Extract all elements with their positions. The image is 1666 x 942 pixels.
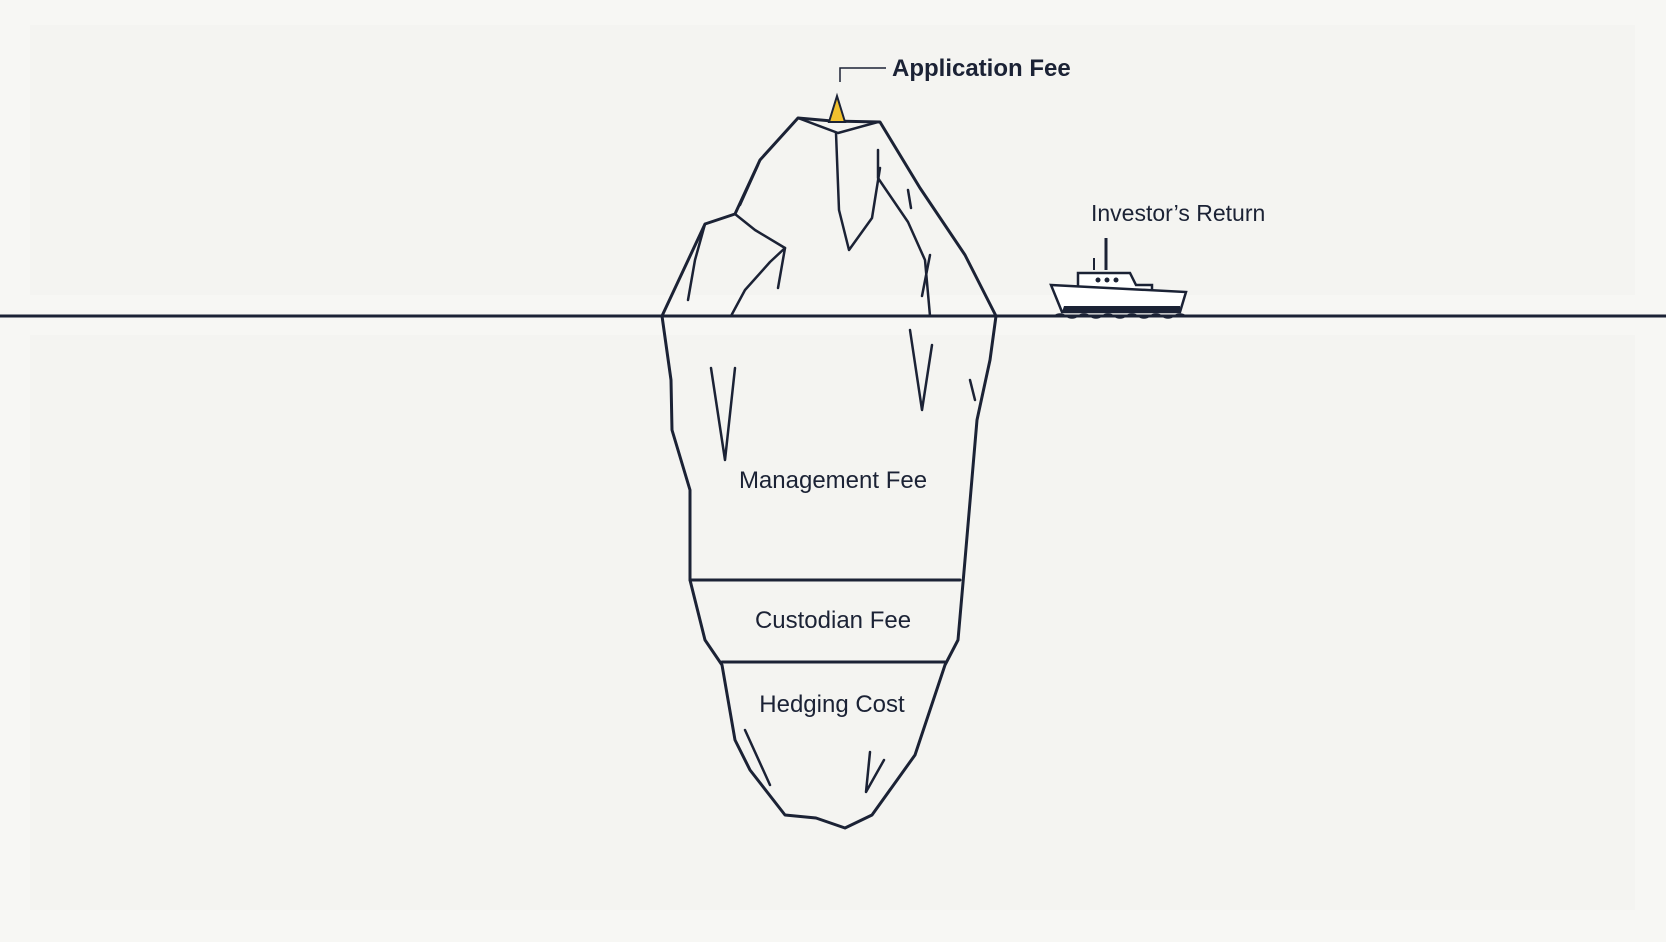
- management-fee-label: Management Fee: [739, 467, 927, 494]
- iceberg-below-water: [660, 314, 998, 830]
- tip-leader-line: [839, 67, 886, 82]
- water-area: [30, 335, 1635, 910]
- hedging-cost-label: Hedging Cost: [759, 691, 905, 718]
- custodian-fee-label: Custodian Fee: [755, 607, 911, 634]
- boat-icon: [1049, 238, 1188, 319]
- application-fee-label: Application Fee: [892, 55, 1071, 82]
- iceberg-above-water: [660, 116, 998, 318]
- tip-marker-icon: [827, 92, 847, 123]
- sky-area: [30, 25, 1635, 295]
- investors-return-label: Investor’s Return: [1091, 200, 1265, 226]
